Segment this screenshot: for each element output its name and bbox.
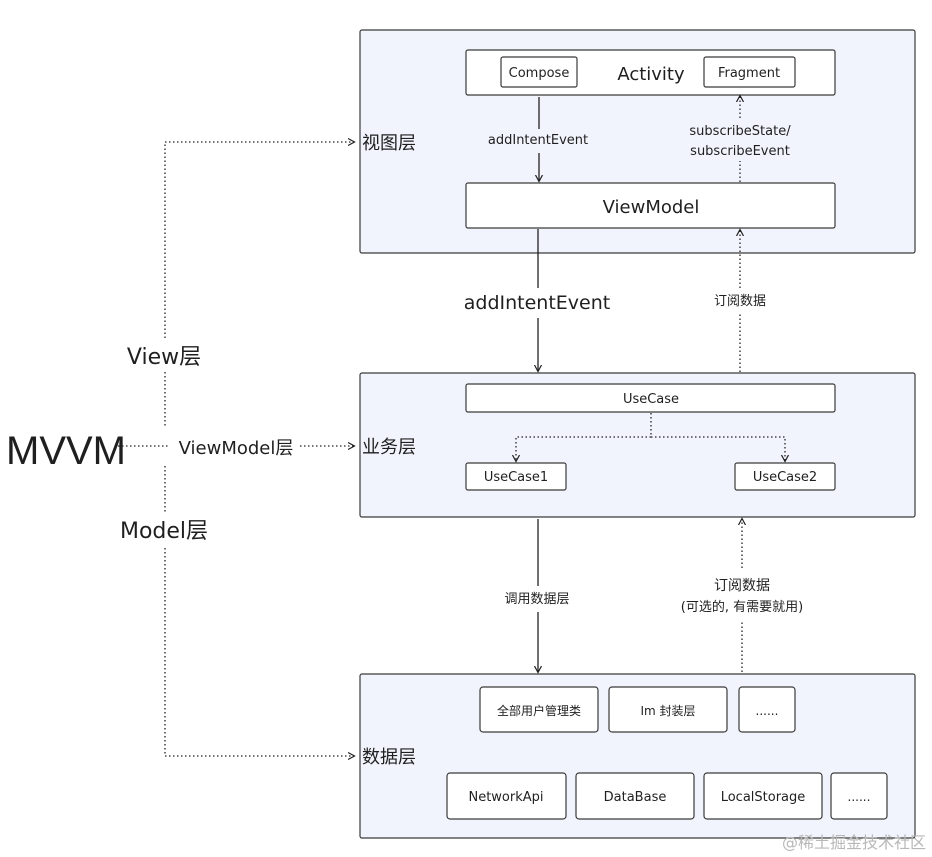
model-branch-label: Model层: [120, 519, 208, 544]
business-layer-title: 业务层: [362, 437, 416, 458]
fragment-box: [703, 56, 796, 88]
watermark: @稀土掘金技术社区: [782, 833, 926, 852]
subscribe-event-label: subscribeEvent: [690, 144, 790, 159]
viewmodel-label: ViewModel: [603, 197, 700, 218]
database-label: DataBase: [604, 790, 667, 805]
usecase-branch-arrow-right: [651, 436, 785, 461]
local-storage-label: LocalStorage: [721, 790, 806, 805]
usecase-branch-arrow-left: [516, 413, 652, 461]
call-data-layer-label: 调用数据层: [504, 592, 569, 607]
network-api-box: [446, 772, 567, 820]
mvvm-root-label: MVVM: [6, 429, 126, 473]
compose-box: [500, 56, 578, 88]
more-label-row2: ......: [848, 790, 871, 804]
data-layer-title: 数据层: [362, 747, 416, 768]
subscribe-data-label: 订阅数据: [714, 294, 766, 309]
im-wrapper-label: Im 封装层: [640, 704, 695, 718]
viewmodel-branch-label: ViewModel层: [179, 438, 294, 459]
compose-label: Compose: [509, 66, 570, 81]
viewmodel-box: [465, 182, 836, 229]
add-intent-event-label: addIntentEvent: [464, 292, 610, 314]
add-intent-inner-label: addIntentEvent: [488, 133, 588, 148]
usecase-box: [465, 383, 836, 413]
usecase-label: UseCase: [623, 392, 679, 407]
subscribe-optional-label: (可选的, 有需要就用): [681, 599, 803, 615]
view-branch-label: View层: [127, 345, 201, 370]
usecase1-label: UseCase1: [484, 470, 548, 485]
tree-trunk-bottom: [164, 548, 354, 756]
fragment-label: Fragment: [718, 66, 780, 81]
network-api-label: NetworkApi: [468, 790, 543, 805]
user-management-box: [479, 686, 599, 733]
more-box-row1: [738, 686, 796, 733]
usecase2-label: UseCase2: [753, 470, 817, 485]
local-storage-box: [703, 772, 823, 820]
more-box-row2: [830, 772, 888, 820]
activity-label: Activity: [617, 64, 685, 85]
usecase2-box: [734, 462, 836, 491]
database-box: [575, 772, 695, 820]
usecase1-box: [465, 462, 567, 491]
tree-trunk-upper: [164, 142, 354, 338]
subscribe-data-label-2: 订阅数据: [714, 578, 770, 594]
subscribe-state-label: subscribeState/: [689, 124, 791, 139]
user-management-label: 全部用户管理类: [497, 703, 581, 718]
im-wrapper-box: [608, 686, 728, 733]
more-label-row1: ......: [756, 704, 779, 718]
view-layer-title: 视图层: [362, 133, 416, 154]
